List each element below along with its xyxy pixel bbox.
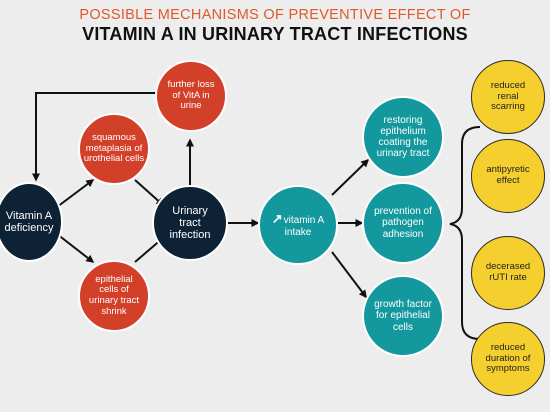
node-urinary-tract-infection: Urinary tract infection xyxy=(152,185,228,261)
title-line-2: VITAMIN A IN URINARY TRACT INFECTIONS xyxy=(82,24,468,44)
arrow-deficiency-to-squamous xyxy=(56,179,95,208)
node-growth-factor: growth factor for epithelial cells xyxy=(362,275,444,357)
node-decreased-label: decerased rUTI rate xyxy=(485,261,531,283)
node-prevention-label: prevention of pathogen adhesion xyxy=(374,206,432,240)
node-antipyretic-effect: antipyretic effect xyxy=(471,139,545,213)
node-antipyretic-label: antipyretic effect xyxy=(486,164,530,186)
node-duration-label: reduced duration of symptoms xyxy=(485,342,531,375)
node-squamous-metaplasia: squamous metaplasia of urothelial cells xyxy=(78,113,150,185)
arrow-loss-to-deficiency xyxy=(32,92,158,182)
title-line-1: POSSIBLE MECHANISMS OF PREVENTIVE EFFECT… xyxy=(79,7,471,23)
curly-brace xyxy=(449,126,481,340)
node-decreased-rate: decerased rUTI rate xyxy=(471,236,545,310)
node-further-loss-label: further loss of VitA in urine xyxy=(167,79,215,112)
node-reduced-scarring: reduced renal scarring xyxy=(471,60,545,134)
node-epithelial-label: epithelial cells of urinary tract shrink xyxy=(88,273,140,317)
up-right-arrow-icon: ↗ xyxy=(271,211,283,227)
node-prevention-adhesion: prevention of pathogen adhesion xyxy=(362,182,444,264)
node-restoring-epithelium: restoring epithelium coating the urinary… xyxy=(362,96,444,178)
node-restoring-label: restoring epithelium coating the urinary… xyxy=(376,114,430,160)
node-vitamin-a-deficiency: Vitamin A deficiency xyxy=(0,182,63,262)
node-growth-label: growth factor for epithelial cells xyxy=(374,299,432,333)
node-intake-label: vitamin A intake xyxy=(283,215,325,238)
node-reduced-duration: reduced duration of symptoms xyxy=(471,322,545,396)
node-scarring-label: reduced renal scarring xyxy=(490,80,526,113)
arrow-deficiency-to-epithelial xyxy=(56,233,95,263)
node-epithelial-shrink: epithelial cells of urinary tract shrink xyxy=(78,260,150,332)
arrow-intake-to-restoring xyxy=(331,158,370,196)
node-squamous-label: squamous metaplasia of urothelial cells xyxy=(83,132,145,165)
node-vitamin-a-deficiency-label: Vitamin A deficiency xyxy=(4,209,54,234)
node-vitamin-a-intake: ↗vitamin A intake xyxy=(258,185,338,265)
arrow-intake-to-growth xyxy=(331,251,367,299)
node-uti-label: Urinary tract infection xyxy=(169,204,211,242)
node-further-loss: further loss of VitA in urine xyxy=(155,60,227,132)
node-intake-label-wrap: ↗vitamin A intake xyxy=(265,211,331,238)
